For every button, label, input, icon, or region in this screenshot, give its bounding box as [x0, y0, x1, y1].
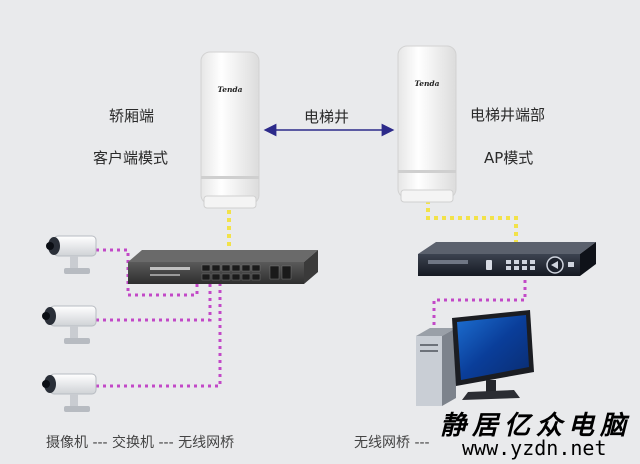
camera-2: [42, 305, 97, 344]
poe-links: [227, 200, 518, 253]
computer-tower: [416, 328, 456, 406]
bottom-left-caption: 摄像机 --- 交换机 --- 无线网桥: [46, 435, 235, 451]
camera-1: [46, 235, 97, 274]
right-bridge-brand: Tenda: [414, 79, 439, 88]
right-unit-line1: 电梯井端部: [470, 106, 546, 124]
right-bridge-device: Tenda: [397, 45, 457, 203]
lan-link-camera-2: [96, 280, 212, 322]
left-bridge-device: Tenda: [200, 51, 260, 209]
switch-device: [128, 250, 318, 284]
left-bridge-brand: Tenda: [217, 85, 242, 94]
link-label: 电梯井: [304, 108, 350, 126]
lan-link-nvr: [432, 280, 527, 335]
lan-link-camera-1: [96, 248, 199, 297]
lan-links: [96, 248, 527, 388]
right-unit-line2: AP模式: [484, 149, 534, 167]
watermark-text: 静居亿众电脑: [440, 411, 633, 441]
watermark-url: www.yzdn.net: [462, 436, 607, 460]
computer-monitor: [452, 310, 534, 400]
nvr-device: [418, 242, 596, 276]
poe-link-right: [426, 200, 518, 243]
bottom-right-caption: 无线网桥 ---: [354, 435, 430, 451]
camera-3: [42, 373, 97, 412]
left-unit-line2: 客户端模式: [93, 149, 169, 167]
left-unit-line1: 轿厢端: [109, 107, 155, 125]
